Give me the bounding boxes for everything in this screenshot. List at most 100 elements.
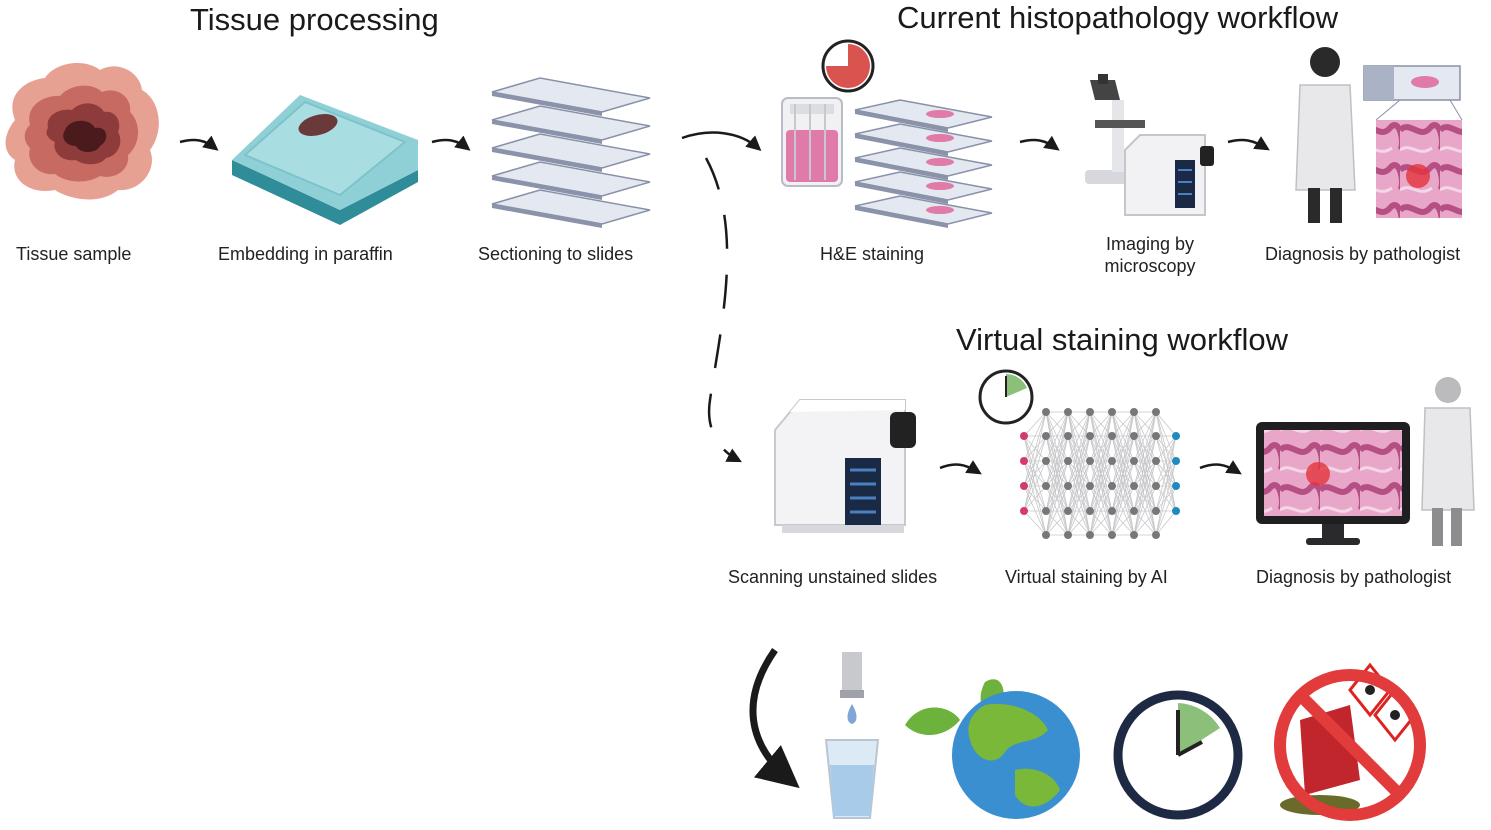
nn-node	[1064, 507, 1072, 515]
nn-edge	[1089, 460, 1113, 536]
slide-stack-icon	[491, 77, 651, 228]
nn-node	[1130, 408, 1138, 416]
nn-node	[1152, 457, 1160, 465]
water-glass-icon	[824, 652, 880, 819]
nn-node	[1172, 432, 1180, 440]
monitor-icon	[1256, 422, 1410, 545]
nn-edge	[1089, 485, 1113, 536]
nn-node	[1152, 531, 1160, 539]
nn-node	[1130, 531, 1138, 539]
benefits-arrow	[749, 647, 800, 789]
nn-edge	[1111, 411, 1135, 437]
nn-edge	[1067, 485, 1091, 536]
nn-edge	[1155, 510, 1177, 536]
nn-node	[1064, 408, 1072, 416]
nn-edge	[1023, 411, 1047, 462]
nn-node	[1086, 457, 1094, 465]
nn-edge	[1089, 510, 1113, 536]
arrow-6	[939, 460, 982, 475]
nn-edge	[1067, 411, 1091, 487]
nn-edge	[1023, 411, 1047, 437]
staining-jar-icon	[781, 97, 843, 187]
nn-edge	[1089, 411, 1113, 462]
nn-edge	[1089, 435, 1113, 536]
nn-node	[1086, 531, 1094, 539]
nn-edge	[1045, 510, 1069, 536]
arrow-7	[1199, 460, 1242, 475]
nn-edge	[1023, 510, 1047, 536]
imaging-label-line2: microscopy	[1104, 256, 1196, 276]
nn-node	[1130, 482, 1138, 490]
earth-icon	[905, 679, 1080, 819]
nn-node	[1042, 531, 1050, 539]
nn-node	[1042, 457, 1050, 465]
nn-edge	[1045, 485, 1069, 536]
nn-node	[1172, 507, 1180, 515]
arrow-3	[681, 131, 762, 151]
nn-edge	[1133, 411, 1157, 437]
nn-edge	[1067, 411, 1091, 462]
nn-node	[1130, 457, 1138, 465]
nn-edge	[1155, 435, 1177, 536]
nn-edge	[1111, 411, 1135, 536]
diagnosis-virtual-label: Diagnosis by pathologist	[1256, 567, 1452, 587]
nn-node	[1020, 432, 1028, 440]
nn-node	[1108, 432, 1116, 440]
tissue-view-icon	[1363, 65, 1463, 218]
nn-node	[1130, 507, 1138, 515]
nn-edge	[1067, 411, 1091, 512]
nn-node	[1020, 457, 1028, 465]
nn-node	[1152, 408, 1160, 416]
nn-edge	[1133, 435, 1157, 536]
paraffin-block-icon	[232, 95, 418, 225]
nn-edge	[1155, 460, 1177, 536]
nn-edge	[1133, 460, 1157, 536]
tissue-processing-title: Tissue processing	[190, 2, 439, 37]
nn-edge	[1111, 485, 1135, 536]
current-workflow-title: Current histopathology workflow	[897, 0, 1339, 35]
nn-edge	[1045, 460, 1069, 536]
nn-node	[1064, 457, 1072, 465]
nn-node	[1172, 457, 1180, 465]
nn-edge	[1111, 510, 1135, 536]
nn-edge	[1089, 411, 1113, 512]
arrow-1	[179, 135, 219, 151]
nn-edge	[1045, 411, 1069, 462]
nn-edge	[1133, 411, 1157, 487]
nn-node	[1152, 482, 1160, 490]
nn-edge	[1111, 460, 1135, 536]
nn-edge	[1023, 485, 1047, 512]
nn-edge	[1023, 411, 1047, 487]
nn-node	[1020, 507, 1028, 515]
nn-node	[1086, 432, 1094, 440]
nn-node	[1042, 408, 1050, 416]
nn-node	[1152, 432, 1160, 440]
tissue-sample-label: Tissue sample	[16, 244, 132, 264]
imaging-label: Imaging by microscopy	[1096, 233, 1204, 277]
pathologist-icon	[1295, 47, 1356, 223]
nn-edge	[1089, 411, 1113, 536]
nn-node	[1172, 482, 1180, 490]
nn-edge	[1089, 411, 1113, 437]
tissue-sample-icon	[5, 63, 159, 200]
nn-node	[1042, 507, 1050, 515]
nn-edge	[1155, 435, 1177, 462]
nn-node	[1042, 432, 1050, 440]
nn-node	[1130, 432, 1138, 440]
nn-node	[1108, 482, 1116, 490]
arrow-2	[431, 135, 471, 151]
nn-node	[1108, 408, 1116, 416]
nn-edge	[1067, 435, 1091, 536]
nn-edge	[1133, 411, 1157, 462]
dashed-arrow	[704, 157, 742, 463]
nn-edge	[1067, 460, 1091, 536]
nn-node	[1086, 408, 1094, 416]
nn-node	[1064, 482, 1072, 490]
nn-node	[1064, 531, 1072, 539]
nn-node	[1020, 482, 1028, 490]
virtual-workflow-title: Virtual staining workflow	[956, 322, 1288, 357]
nn-node	[1108, 457, 1116, 465]
nn-node	[1064, 432, 1072, 440]
